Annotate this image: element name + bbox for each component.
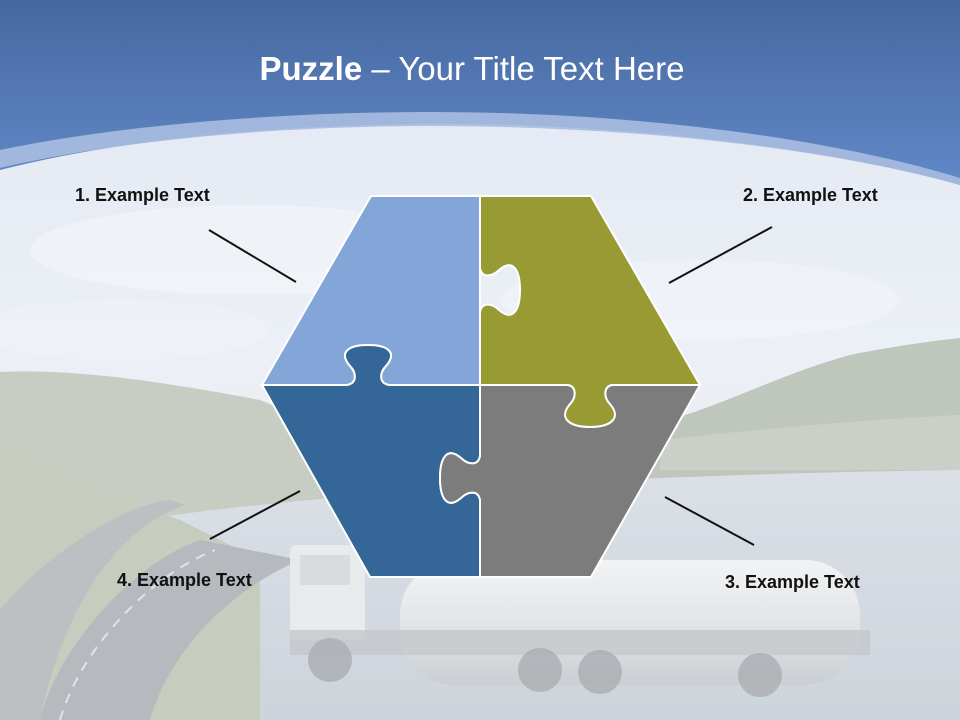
label-item-1: 1. Example Text xyxy=(75,185,210,205)
connector-line-1 xyxy=(208,229,297,283)
label-item-2: 2. Example Text xyxy=(743,185,878,205)
label-item-3: 3. Example Text xyxy=(725,572,860,592)
connector-line-3 xyxy=(664,496,755,546)
connector-line-4 xyxy=(209,490,301,540)
connector-line-2 xyxy=(668,226,773,284)
puzzle-piece-bottom-right xyxy=(438,384,702,578)
title-bold: Puzzle xyxy=(259,50,363,87)
title-rest: – Your Title Text Here xyxy=(362,50,685,87)
slide-title: Puzzle – Your Title Text Here xyxy=(0,50,944,88)
label-item-4: 4. Example Text xyxy=(117,570,252,590)
